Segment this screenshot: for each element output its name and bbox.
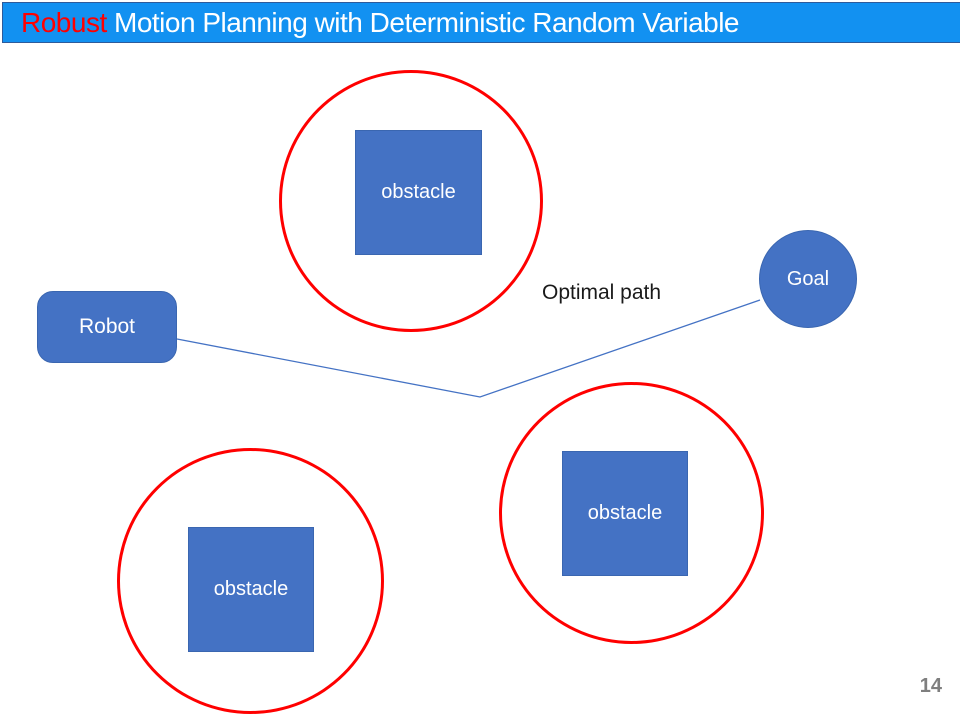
robot-node: Robot <box>37 291 177 363</box>
uncertainty-ring-top <box>279 70 543 332</box>
title-bar: Robust Motion Planning with Deterministi… <box>2 2 960 43</box>
uncertainty-ring-bottom-left <box>117 448 384 714</box>
obstacle-label: obstacle <box>213 578 289 600</box>
title-highlight: Robust <box>21 6 107 38</box>
robot-label: Robot <box>78 315 136 338</box>
obstacle-label: obstacle <box>587 502 663 524</box>
goal-label: Goal <box>786 267 830 290</box>
obstacle-node-bottom-left: obstacle <box>188 527 314 652</box>
goal-node: Goal <box>759 230 857 328</box>
obstacle-label: obstacle <box>381 181 456 203</box>
obstacle-node-top: obstacle <box>355 130 482 255</box>
obstacle-node-bottom-right: obstacle <box>562 451 688 576</box>
uncertainty-ring-bottom-right <box>499 382 764 644</box>
page-number: 14 <box>919 675 942 697</box>
optimal-path-label: Optimal path <box>542 281 662 304</box>
title-text: Motion Planning with Deterministic Rando… <box>106 6 740 38</box>
